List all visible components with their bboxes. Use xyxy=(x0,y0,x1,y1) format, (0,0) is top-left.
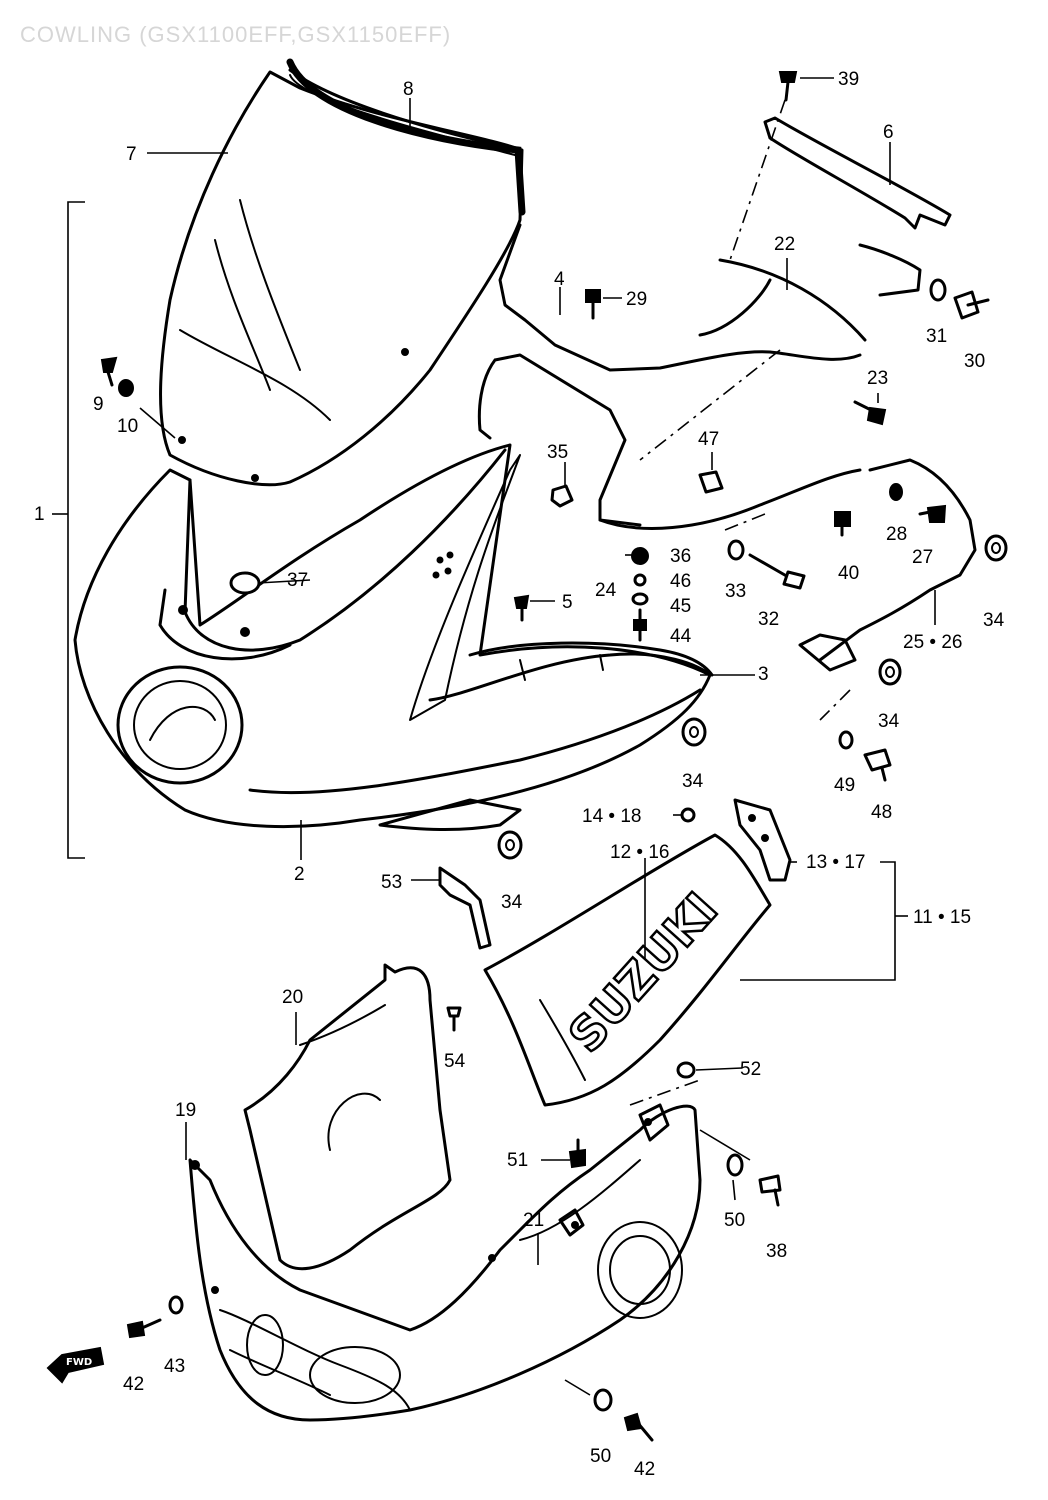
callout-53: 53 xyxy=(381,872,402,893)
callout-10: 10 xyxy=(117,416,138,437)
cowling-brace xyxy=(477,116,977,672)
callout-7: 7 xyxy=(126,144,137,165)
callout-5: 5 xyxy=(562,592,573,613)
callout-42-b: 42 xyxy=(634,1459,655,1480)
windscreen-trim xyxy=(286,58,526,216)
callout-12-16: 12 • 16 xyxy=(610,842,669,863)
callout-42-a: 42 xyxy=(123,1374,144,1395)
callout-21: 21 xyxy=(523,1210,544,1231)
callout-47: 47 xyxy=(698,429,719,450)
callout-50-a: 50 xyxy=(724,1210,745,1231)
callout-20: 20 xyxy=(282,987,303,1008)
under-cowl-inner-panel xyxy=(243,963,452,1271)
bracket xyxy=(438,866,492,950)
callout-45: 45 xyxy=(670,596,691,617)
callout-32: 32 xyxy=(758,609,779,630)
callout-37: 37 xyxy=(287,570,308,591)
callout-3: 3 xyxy=(758,664,769,685)
phantom-lines xyxy=(629,99,851,1106)
under-cowl xyxy=(188,1103,702,1422)
callout-34-b: 34 xyxy=(878,711,900,732)
callout-38: 38 xyxy=(766,1241,787,1262)
callout-44: 44 xyxy=(670,626,692,647)
callout-8: 8 xyxy=(403,79,414,100)
callout-27: 27 xyxy=(912,547,933,568)
callout-23: 23 xyxy=(867,368,888,389)
callout-9: 9 xyxy=(93,394,104,415)
upper-cowl xyxy=(73,443,712,832)
callout-48: 48 xyxy=(871,802,892,823)
forward-arrow: FWD xyxy=(46,1346,105,1384)
callout-51: 51 xyxy=(507,1150,528,1171)
callout-29: 29 xyxy=(626,289,647,310)
callout-labels: 1 2 3 4 5 6 7 8 9 10 11 • 15 12 • 16 13 … xyxy=(34,69,1005,1480)
callout-36: 36 xyxy=(670,546,691,567)
callout-46: 46 xyxy=(670,571,691,592)
callout-34-d: 34 xyxy=(501,892,523,913)
callout-24: 24 xyxy=(595,580,617,601)
emblem-clip xyxy=(733,798,792,882)
callout-4: 4 xyxy=(554,269,565,290)
callout-30: 30 xyxy=(964,351,985,372)
callout-19: 19 xyxy=(175,1100,196,1121)
callout-54: 54 xyxy=(444,1051,466,1072)
callout-2: 2 xyxy=(294,864,305,885)
diagram-title: COWLING (GSX1100EFF,GSX1150EFF) xyxy=(20,22,452,47)
callout-43: 43 xyxy=(164,1356,185,1377)
callout-13-17: 13 • 17 xyxy=(806,852,865,873)
callout-14-18: 14 • 18 xyxy=(582,806,641,827)
callout-28: 28 xyxy=(886,524,907,545)
callout-31: 31 xyxy=(926,326,947,347)
callout-50-b: 50 xyxy=(590,1446,611,1467)
side-emblem-panel: SUZUKI xyxy=(483,833,772,1107)
inner-panel xyxy=(468,641,714,681)
leader-lines xyxy=(52,77,936,1396)
callout-25-26: 25 • 26 xyxy=(903,632,962,653)
callout-33: 33 xyxy=(725,581,746,602)
windscreen xyxy=(159,68,524,487)
callout-11-15: 11 • 15 xyxy=(913,907,971,928)
callout-49: 49 xyxy=(834,775,855,796)
callout-35: 35 xyxy=(547,442,568,463)
callout-22: 22 xyxy=(774,234,795,255)
callout-34-a: 34 xyxy=(983,610,1005,631)
fasteners xyxy=(100,71,1008,1442)
callout-39: 39 xyxy=(838,69,859,90)
callout-6: 6 xyxy=(883,122,894,143)
callout-52: 52 xyxy=(740,1059,761,1080)
callout-1: 1 xyxy=(34,504,45,525)
forward-arrow-label: FWD xyxy=(66,1357,92,1368)
callout-34-c: 34 xyxy=(682,771,704,792)
callout-40: 40 xyxy=(838,563,859,584)
